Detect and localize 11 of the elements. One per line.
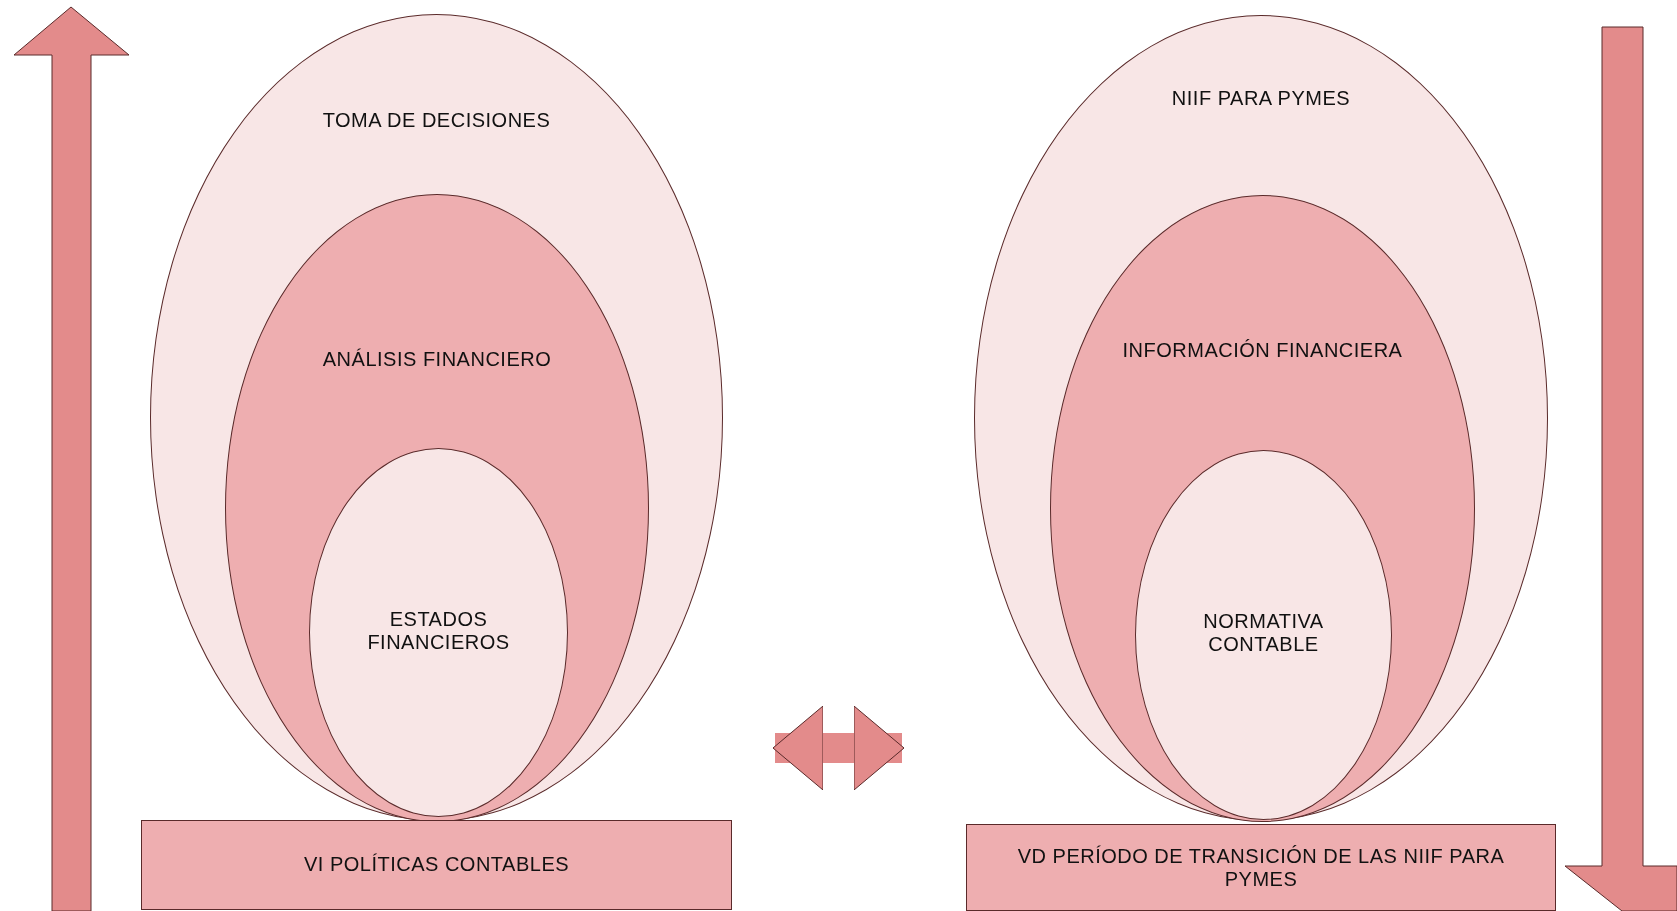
double-arrow: [772, 705, 905, 791]
node-label: VI POLÍTICAS CONTABLES: [303, 852, 570, 876]
node-label: ANÁLISIS FINANCIERO: [322, 347, 552, 371]
node-label: NORMATIVA CONTABLE: [1202, 610, 1325, 656]
node-label: ESTADOS FINANCIEROS: [366, 608, 511, 654]
node-label: TOMA DE DECISIONES: [322, 108, 551, 132]
node-label: VD PERÍODO DE TRANSICIÓN DE LAS NIIF PARA PYMES: [1016, 845, 1506, 891]
base-box: [966, 824, 1556, 911]
node-label: NIIF PARA PYMES: [1171, 86, 1351, 110]
node-label: INFORMACIÓN FINANCIERA: [1122, 338, 1403, 362]
base-box: [141, 820, 732, 910]
